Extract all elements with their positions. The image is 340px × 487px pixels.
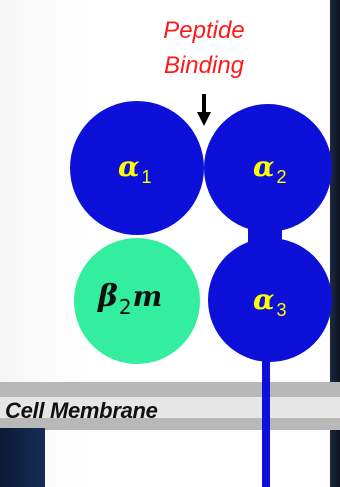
down-arrow-icon	[197, 94, 211, 126]
membrane-stripe-lower	[0, 418, 340, 430]
beta2m-domain	[74, 238, 200, 364]
beta2m-label: β2m	[98, 279, 163, 319]
alpha3-domain	[208, 238, 332, 362]
membrane-band	[0, 397, 340, 418]
alpha2-subscript: 2	[276, 167, 287, 187]
beta2m-subscript: 2	[118, 295, 132, 319]
alpha3-symbol: α	[253, 283, 275, 316]
beta2m-suffix: m	[132, 280, 163, 313]
background-edge-right	[330, 0, 340, 487]
cell-membrane-label: Cell Membrane	[5, 398, 158, 423]
beta2m-symbol: β	[98, 279, 118, 314]
alpha2-domain	[204, 104, 332, 232]
alpha1-subscript: 1	[141, 167, 152, 187]
background-corner-left	[0, 428, 45, 487]
transmembrane-tail	[262, 330, 270, 487]
membrane-stripe-upper	[0, 382, 340, 397]
alpha1-domain	[70, 101, 204, 235]
alpha1-symbol: α	[118, 150, 140, 183]
annotation-line-2: Binding	[163, 52, 245, 79]
alpha3-subscript: 3	[276, 300, 287, 320]
annotation-line-1: Peptide	[163, 17, 245, 44]
alpha2-symbol: α	[253, 150, 275, 183]
